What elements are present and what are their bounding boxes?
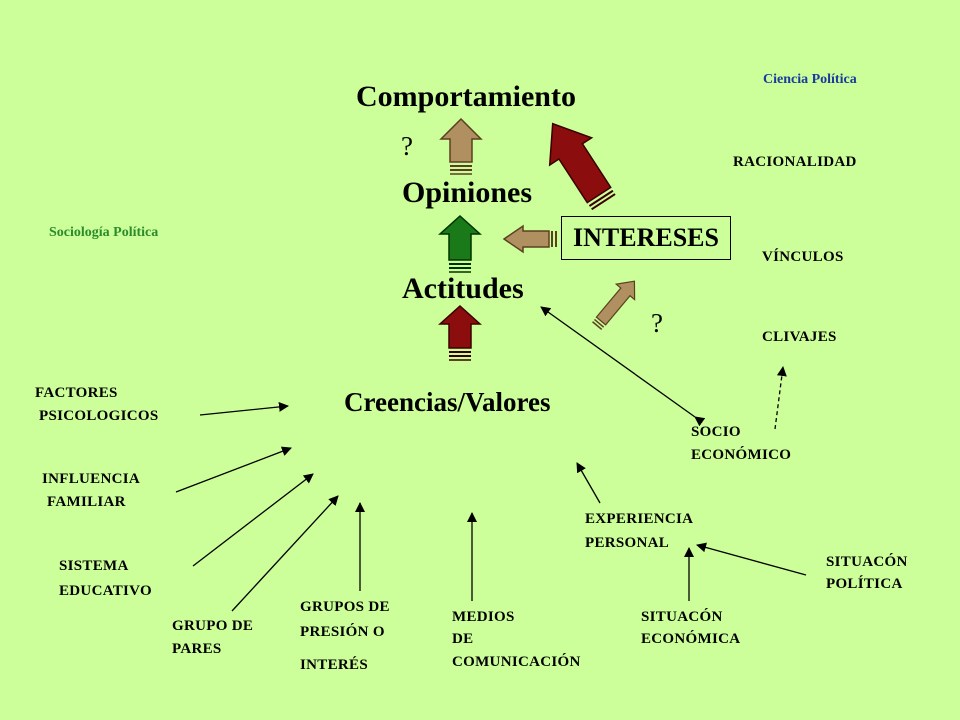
label-pares: PARES	[172, 641, 222, 657]
arrow-intereses-to-opiniones	[502, 224, 557, 254]
line-socio-clivajes	[774, 366, 787, 430]
label-presion-o: PRESIÓN O	[300, 624, 385, 640]
label-grupo-de: GRUPO DE	[172, 618, 254, 634]
label-comportamiento: Comportamiento	[356, 80, 576, 113]
line-experiencia	[576, 462, 601, 504]
label-clivajes: CLIVAJES	[762, 329, 837, 345]
label-situacion-politica-1: SITUACÓN	[826, 554, 908, 570]
label-vinculos: VÍNCULOS	[762, 249, 844, 265]
line-politica	[696, 542, 807, 576]
line-familiar	[175, 446, 292, 493]
line-psicologicos	[199, 401, 289, 416]
line-pares	[231, 495, 339, 612]
label-situacion-economica-1: SITUACÓN	[641, 609, 723, 625]
label-creencias-valores: Creencias/Valores	[344, 387, 551, 417]
arrow-creencias-to-actitudes	[438, 304, 482, 361]
label-comunicacion: COMUNICACIÓN	[452, 654, 581, 670]
line-educativo	[192, 473, 314, 567]
label-de: DE	[452, 631, 474, 647]
question-mark-top: ?	[401, 131, 413, 161]
label-racionalidad: RACIONALIDAD	[733, 154, 857, 170]
line-socio-actitudes	[540, 306, 706, 427]
arrow-intereses-to-comportamiento	[548, 122, 616, 211]
label-interes: INTERÉS	[300, 657, 368, 673]
label-situacion-politica-2: POLÍTICA	[826, 576, 903, 592]
label-ciencia-politica: Ciencia Política	[763, 72, 857, 87]
label-influencia: INFLUENCIA	[42, 471, 141, 487]
label-educativo: EDUCATIVO	[59, 583, 152, 599]
label-medios: MEDIOS	[452, 609, 515, 625]
label-psicologicos: PSICOLOGICOS	[39, 408, 159, 424]
label-personal: PERSONAL	[585, 535, 670, 551]
label-socio: SOCIO	[691, 424, 741, 440]
label-economico: ECONÓMICO	[691, 447, 792, 463]
label-sociologia-politica: Sociología Política	[49, 225, 159, 240]
label-opiniones: Opiniones	[402, 176, 533, 209]
label-familiar: FAMILIAR	[47, 494, 126, 510]
question-mark-bottom: ?	[651, 308, 663, 338]
arrow-opiniones-to-comportamiento	[439, 117, 483, 175]
arrow-to-intereses	[592, 280, 636, 331]
label-factores: FACTORES	[35, 385, 118, 401]
label-situacion-economica-2: ECONÓMICA	[641, 631, 741, 647]
label-sistema: SISTEMA	[59, 558, 129, 574]
box-intereses: INTERESES	[561, 216, 731, 260]
arrow-actitudes-to-opiniones	[438, 214, 482, 273]
label-actitudes: Actitudes	[402, 272, 524, 305]
label-experiencia: EXPERIENCIA	[585, 511, 694, 527]
label-grupos-de: GRUPOS DE	[300, 599, 390, 615]
